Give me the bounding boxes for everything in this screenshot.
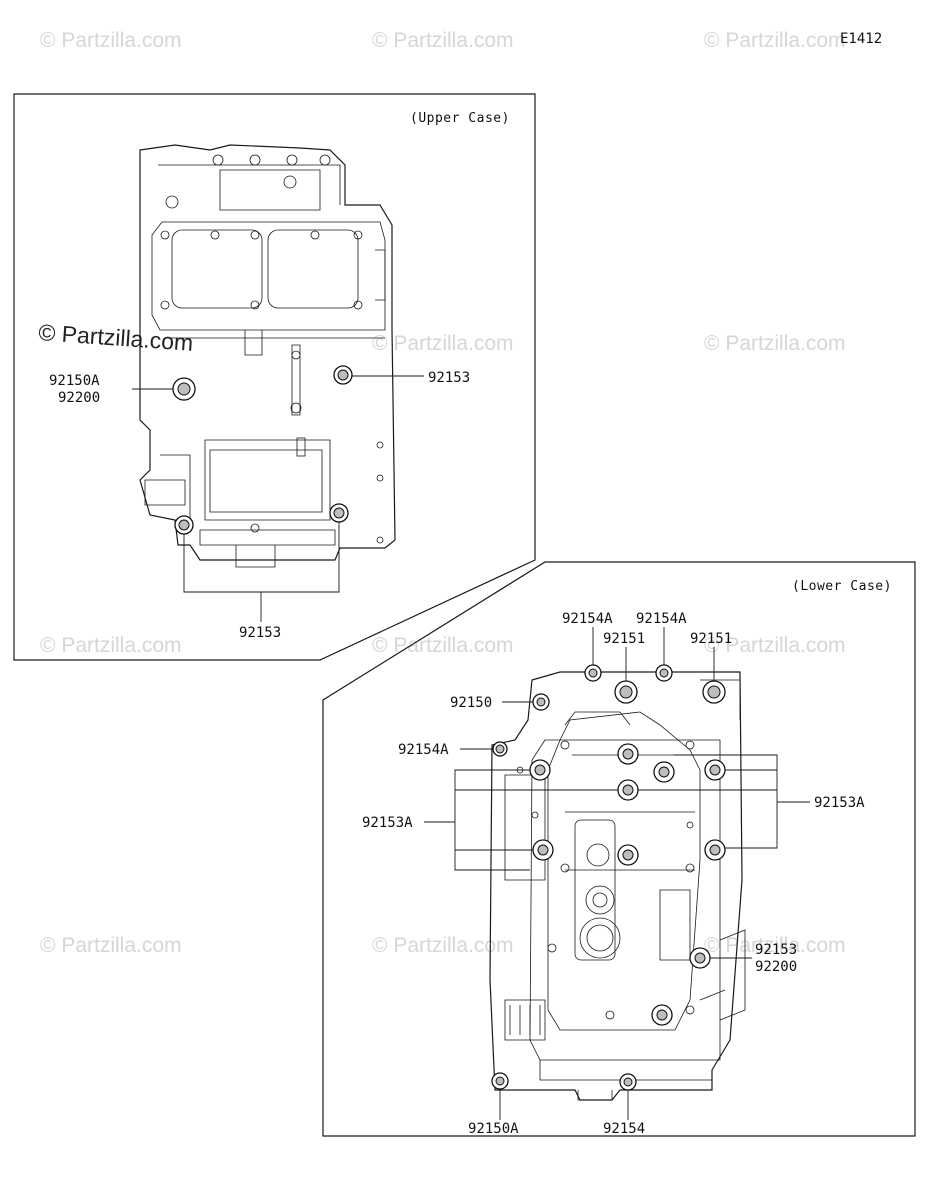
upper-case-title: (Upper Case) [410, 111, 510, 126]
bolt [333, 365, 353, 385]
upper-crankcase-drawing [139, 144, 396, 568]
watermark: © Partzilla.com [372, 29, 514, 52]
bolt [655, 664, 673, 682]
bolt [532, 839, 554, 861]
leader-line [454, 769, 530, 871]
bolt [529, 759, 551, 781]
bolt [651, 1004, 673, 1026]
upper-panel-frame [13, 93, 536, 661]
bolt [329, 503, 349, 523]
bolt [704, 759, 726, 781]
watermark: © Partzilla.com [40, 634, 182, 657]
lower-crankcase-drawing [489, 671, 746, 1101]
watermark: © Partzilla.com [372, 634, 514, 657]
diagram-code: E1412 [840, 31, 882, 47]
part-label-92150a: 92150A [49, 373, 100, 389]
bolt [174, 515, 194, 535]
lower-case-title: (Lower Case) [792, 579, 892, 594]
part-label-92153: 92153 [239, 625, 281, 641]
watermark-strong: © Partzilla.com [38, 319, 194, 356]
bolt [492, 741, 508, 757]
watermark: © Partzilla.com [704, 29, 846, 52]
part-label-92151: 92151 [603, 631, 645, 647]
leader-line [674, 754, 778, 849]
bolt [617, 779, 639, 801]
watermark: © Partzilla.com [372, 934, 514, 957]
lower-case-panel: (Lower Case) [322, 561, 916, 1137]
watermarks: © Partzilla.com © Partzilla.com © Partzi… [38, 29, 846, 957]
bolt [491, 1072, 509, 1090]
part-label-92200: 92200 [58, 390, 100, 406]
bolt [584, 664, 602, 682]
part-label-92154a: 92154A [562, 611, 613, 627]
lower-panel-frame [322, 561, 916, 1137]
watermark: © Partzilla.com [40, 934, 182, 957]
bolt [702, 680, 726, 704]
bolt [619, 1073, 637, 1091]
part-label-92150: 92150 [450, 695, 492, 711]
bolt [689, 947, 711, 969]
watermark: © Partzilla.com [372, 332, 514, 355]
watermark: © Partzilla.com [40, 29, 182, 52]
bolt [704, 839, 726, 861]
part-label-92154a: 92154A [636, 611, 687, 627]
part-label-92151: 92151 [690, 631, 732, 647]
part-label-92153: 92153 [428, 370, 470, 386]
part-label-92153: 92153 [755, 942, 797, 958]
part-label-92154: 92154 [603, 1121, 645, 1137]
part-label-92150a: 92150A [468, 1121, 519, 1137]
bolt [614, 680, 638, 704]
leader-line [183, 522, 340, 593]
upper-case-panel: (Upper Case) [13, 93, 536, 661]
watermark: © Partzilla.com [704, 634, 846, 657]
part-label-92153a: 92153A [814, 795, 865, 811]
bolt [617, 743, 639, 765]
bolt [532, 693, 550, 711]
bolt [617, 844, 639, 866]
part-label-92200: 92200 [755, 959, 797, 975]
part-label-92153a: 92153A [362, 815, 413, 831]
bolt [653, 761, 675, 783]
watermark: © Partzilla.com [704, 332, 846, 355]
part-label-92154a: 92154A [398, 742, 449, 758]
bolt [172, 377, 196, 401]
